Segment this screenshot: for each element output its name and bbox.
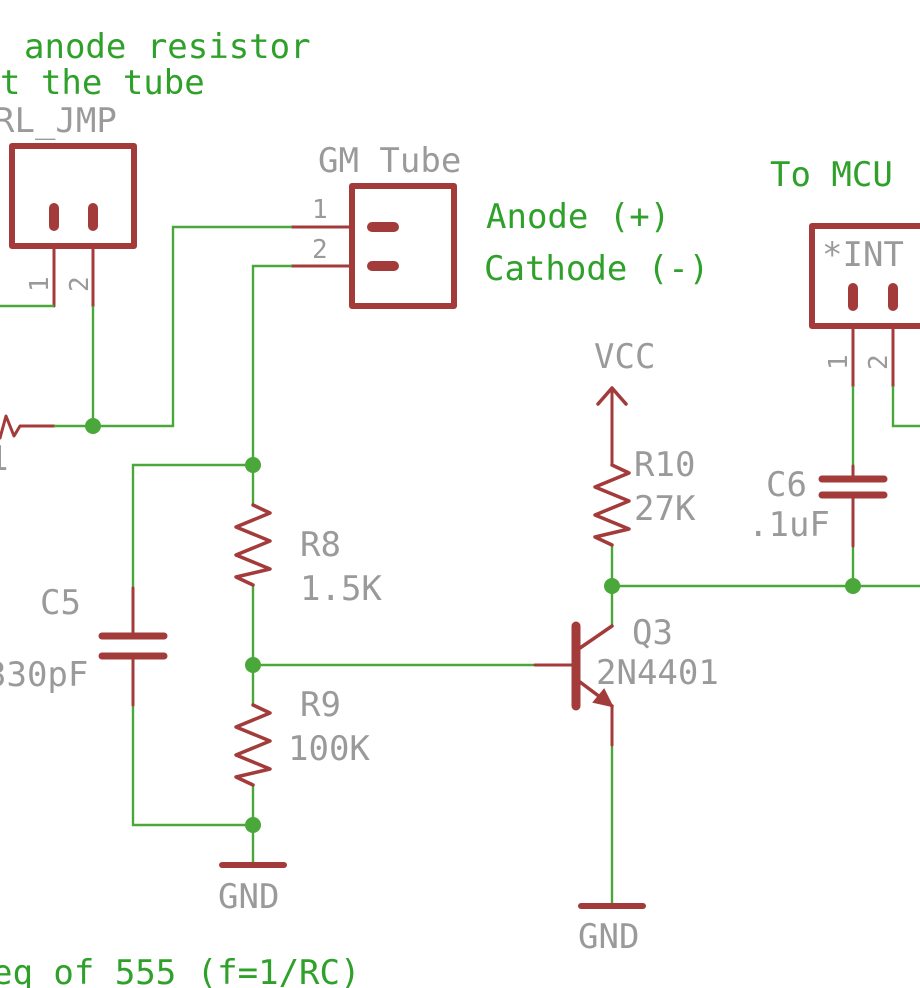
resistor-r9[interactable]: R9 100K: [234, 685, 370, 787]
r9-name-label: R9: [300, 685, 341, 725]
jumper-pin2-number: 2: [65, 276, 95, 292]
resistor-r10[interactable]: R10 27K: [593, 445, 696, 547]
c5-value-label: 330pF: [0, 655, 88, 695]
ground-right[interactable]: GND: [578, 903, 646, 957]
junction-dot: [245, 817, 261, 833]
anode-label: Anode (+): [486, 197, 670, 237]
resistor-partial-label: 1: [0, 439, 8, 479]
gm-tube-name-label: GM Tube: [318, 141, 461, 181]
jumper-pin1-number: 1: [25, 276, 55, 292]
note-anode-resistor: anode resistor: [24, 27, 311, 67]
c6-name-label: C6: [766, 465, 807, 505]
gm-tube-body: [349, 183, 457, 309]
ground-left[interactable]: GND: [218, 862, 287, 917]
resistor-r8[interactable]: R8 1.5K: [234, 503, 382, 609]
vcc-label: VCC: [594, 337, 655, 377]
capacitor-c5[interactable]: C5 330pF: [0, 583, 168, 707]
vcc-supply[interactable]: VCC: [594, 337, 655, 467]
jumper-name-label: RL_JMP: [0, 101, 117, 141]
junction-dot: [245, 457, 261, 473]
gm-tube-pin1-number: 1: [312, 195, 328, 225]
gnd-left-label: GND: [218, 877, 279, 917]
note-at-the-tube: t the tube: [0, 63, 205, 103]
q3-name-label: Q3: [632, 613, 673, 653]
cathode-label: Cathode (-): [484, 249, 709, 289]
q3-value-label: 2N4401: [596, 653, 719, 693]
q3-collector-line: [578, 624, 614, 650]
r9-zigzag: [234, 703, 272, 787]
mcu-title-label: To MCU: [770, 155, 893, 195]
r10-zigzag: [593, 463, 631, 547]
junction-dot: [604, 578, 620, 594]
r8-value-label: 1.5K: [300, 569, 382, 609]
junction-dot: [245, 657, 261, 673]
resistor-partial-left[interactable]: 1: [0, 414, 56, 479]
gm-tube-pin2-number: 2: [312, 235, 328, 265]
r10-name-label: R10: [634, 445, 695, 485]
c6-value-label: .1uF: [748, 505, 830, 545]
wire-c5-top: [131, 463, 253, 588]
mcu-connector[interactable]: To MCU *INT 1 2: [770, 155, 920, 388]
jumper-body: [9, 143, 137, 249]
c5-name-label: C5: [40, 583, 81, 623]
jumper-rl-jmp[interactable]: RL_JMP 1 2: [0, 101, 137, 308]
r10-value-label: 27K: [634, 489, 696, 529]
mcu-pin2-number: 2: [864, 354, 894, 370]
vcc-arrow-icon: [596, 386, 628, 406]
wire-mcu-pin2: [891, 386, 920, 428]
wire-anode: [54, 225, 292, 428]
r8-name-label: R8: [300, 525, 341, 565]
junction-dot: [845, 578, 861, 594]
gm-tube-connector[interactable]: GM Tube 1 2 Anode (+) Cathode (-): [290, 141, 709, 309]
mcu-connector-body: [809, 223, 920, 329]
capacitor-c6[interactable]: C6 .1uF: [748, 464, 888, 548]
wire-c5-bottom: [131, 705, 253, 827]
resistor-partial-zigzag: [0, 414, 56, 440]
note-555-equivalent: eq of 555 (f=1/RC): [0, 953, 360, 988]
wires: [0, 225, 920, 906]
gnd-right-label: GND: [578, 917, 639, 957]
junction-dot: [85, 418, 101, 434]
transistor-q3[interactable]: Q3 2N4401: [533, 613, 719, 747]
wire-cathode: [251, 264, 292, 465]
r9-value-label: 100K: [288, 729, 370, 769]
q3-emitter-arrow-icon: [592, 688, 614, 708]
junctions: [85, 418, 861, 833]
r8-zigzag: [234, 503, 272, 587]
mcu-connector-name: *INT: [822, 235, 904, 275]
mcu-pin1-number: 1: [824, 354, 854, 370]
